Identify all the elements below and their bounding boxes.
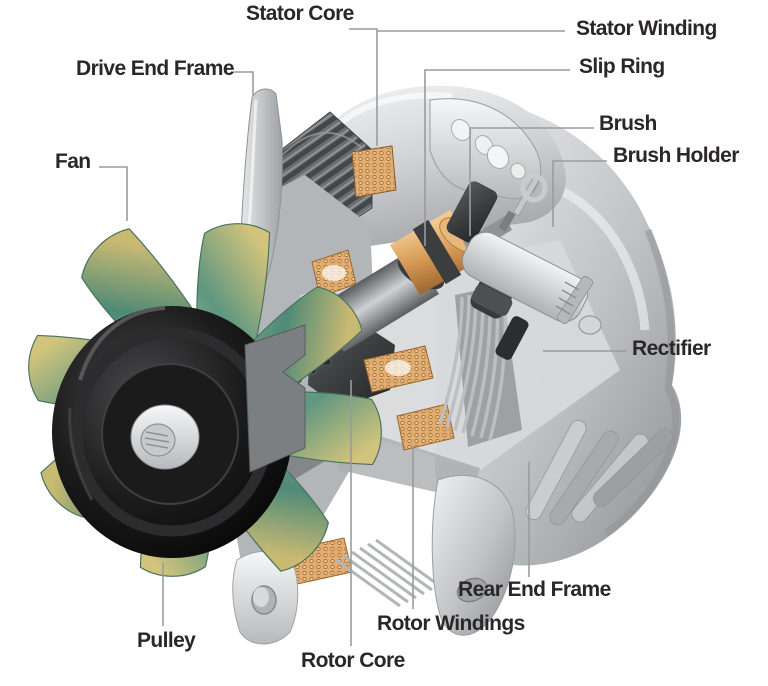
label-brush: Brush xyxy=(599,112,657,135)
stator-core-leader-line xyxy=(349,28,378,146)
drive-end-frame-leader-line xyxy=(231,71,254,96)
label-rotor-core: Rotor Core xyxy=(301,649,405,672)
label-slip-ring: Slip Ring xyxy=(579,55,665,78)
label-brush-holder: Brush Holder xyxy=(613,144,739,167)
brush-holder-part xyxy=(461,231,589,323)
rotor-windings-part xyxy=(279,249,455,587)
label-fan: Fan xyxy=(55,150,91,173)
rear-bracket xyxy=(429,98,548,217)
label-rear-end-frame: Rear End Frame xyxy=(458,578,611,601)
bolt xyxy=(555,276,602,335)
label-stator-winding: Stator Winding xyxy=(576,17,717,40)
label-drive-end-frame: Drive End Frame xyxy=(76,57,235,80)
brush-leader-line xyxy=(469,127,594,236)
label-rectifier: Rectifier xyxy=(632,337,711,360)
slip-ring-leader-line xyxy=(424,69,570,246)
mounting-foot-rear xyxy=(431,475,516,636)
label-rotor-windings: Rotor Windings xyxy=(377,612,525,635)
label-pulley: Pulley xyxy=(137,629,196,652)
fan-leader-line xyxy=(99,166,128,221)
brush-holder-leader-line xyxy=(552,160,607,227)
mounting-foot-front xyxy=(232,550,299,645)
label-stator-core: Stator Core xyxy=(246,2,354,25)
pulley-part xyxy=(52,306,306,558)
